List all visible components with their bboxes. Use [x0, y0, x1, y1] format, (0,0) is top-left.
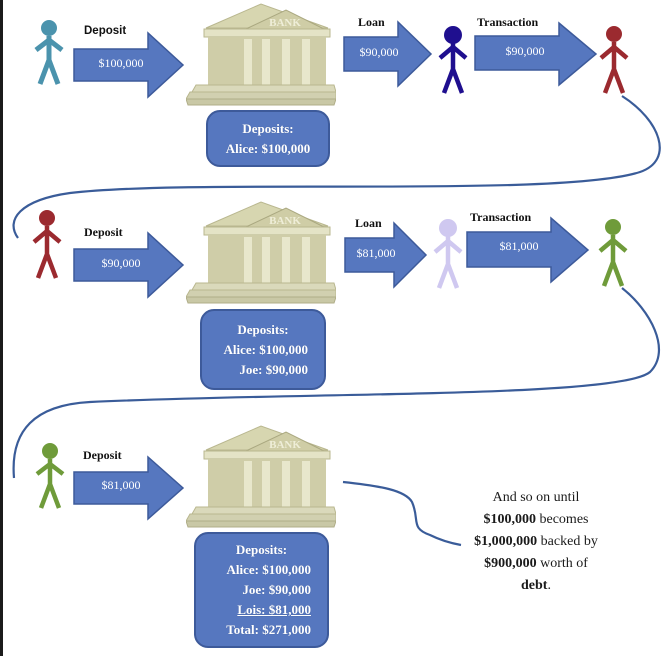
note-bold: $100,000: [483, 512, 537, 527]
transaction-arrow: $90,000: [474, 21, 598, 87]
loan-amount: $90,000: [359, 45, 399, 59]
bank-building-icon: BANK: [185, 424, 337, 533]
deposit-entry: Joe: $90,000: [242, 582, 311, 597]
note-bold: $900,000: [484, 556, 537, 571]
person-borrower-figure: [431, 218, 465, 295]
deposit-arrow: $90,000: [73, 231, 185, 299]
summary-note: And so on until $100,000 becomes $1,000,…: [462, 487, 610, 597]
note-bold: $1,000,000: [474, 534, 538, 549]
loan-label: Loan: [358, 15, 385, 29]
transaction-label: Transaction: [477, 15, 539, 29]
deposits-box: Deposits: Alice: $100,000 Joe: $90,000 L…: [194, 532, 329, 648]
left-border: [0, 0, 3, 656]
note-line: debt.: [462, 575, 610, 597]
transaction-amount: $81,000: [499, 239, 539, 253]
note-text: worth of: [536, 556, 588, 571]
deposit-entry: Alice: $100,000: [225, 140, 311, 156]
person-borrower-figure: [436, 25, 470, 100]
bank-sign: BANK: [269, 215, 301, 227]
note-text: becomes: [536, 512, 589, 527]
deposit-amount: $100,000: [98, 56, 144, 70]
note-text: .: [547, 578, 551, 593]
note-text: backed by: [537, 534, 598, 549]
loan-amount: $81,000: [356, 246, 396, 260]
person-lois-figure: [596, 218, 630, 293]
deposit-arrow: $81,000: [73, 455, 185, 521]
note-line: $1,000,000 backed by: [462, 531, 610, 553]
bank-building-icon: BANK: [185, 2, 337, 111]
deposits-heading: Deposits:: [237, 321, 289, 337]
deposits-total: Total: $271,000: [226, 622, 311, 637]
deposits-box: Deposits: Alice: $100,000 Joe: $90,000: [200, 309, 326, 390]
bank-sign: BANK: [269, 17, 301, 29]
person-joe-figure: [597, 25, 631, 100]
deposit-entry: Alice: $100,000: [226, 562, 311, 577]
note-line: $900,000 worth of: [462, 553, 610, 575]
deposit-label: Deposit: [83, 448, 122, 462]
person-lois-figure: [33, 442, 67, 515]
bank-building-icon: BANK: [185, 200, 337, 309]
bank-sign: BANK: [269, 439, 301, 451]
loan-arrow: $81,000: [344, 221, 428, 289]
deposit-entry: Joe: $90,000: [239, 361, 308, 377]
person-joe-figure: [30, 208, 64, 285]
transaction-arrow: $81,000: [466, 216, 590, 284]
transaction-label: Transaction: [470, 210, 532, 224]
person-alice-figure: [32, 18, 66, 91]
transaction-amount: $90,000: [505, 44, 545, 58]
deposits-heading: Deposits:: [235, 542, 288, 557]
loan-arrow: $90,000: [343, 20, 433, 88]
deposit-entry-underlined: Lois: $81,000: [237, 602, 311, 617]
deposit-label: Deposit: [84, 25, 127, 37]
note-line: And so on until: [492, 490, 580, 505]
deposit-label: Deposit: [84, 225, 123, 239]
deposit-arrow: $100,000: [73, 31, 185, 99]
connector-curve-3: [342, 480, 462, 547]
deposits-box: Deposits: Alice: $100,000: [206, 110, 330, 167]
deposit-amount: $90,000: [101, 256, 141, 270]
loan-label: Loan: [355, 216, 382, 230]
note-bold: debt: [521, 578, 548, 593]
connector-curve-2: [12, 287, 661, 479]
connector-curve-1: [12, 95, 661, 239]
deposits-heading: Deposits:: [242, 120, 294, 136]
deposit-amount: $81,000: [101, 478, 141, 492]
deposit-entry: Lois: $81,000: [196, 600, 327, 620]
deposit-entry: Alice: $100,000: [223, 341, 308, 357]
note-line: $100,000 becomes: [462, 509, 610, 531]
